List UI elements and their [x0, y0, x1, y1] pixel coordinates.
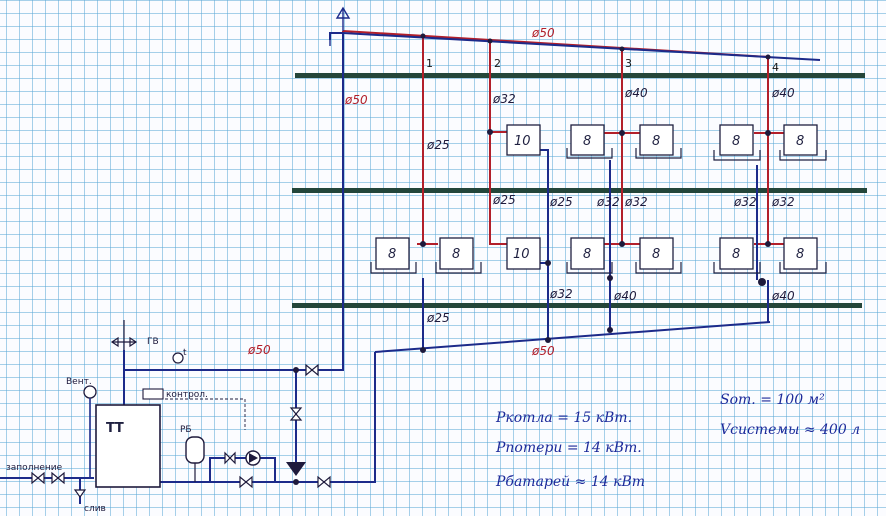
riser-numbers: 1 2 3 4 [426, 57, 779, 74]
check-valve-icon [286, 462, 306, 476]
radiator-upper-4: 8 [713, 124, 761, 161]
label-riser3-top: ø40 [624, 86, 648, 100]
riser-2-return [540, 149, 549, 340]
vent-gauge-icon [83, 385, 97, 399]
radiator-lower-3: 10 [506, 237, 541, 270]
radiator-lower-7: 8 [779, 237, 827, 274]
radiator-lower-4: 8 [566, 237, 613, 274]
radiator-upper-5: 8 [779, 124, 827, 161]
return-main [374, 321, 771, 353]
expansion-tank-label: РБ [180, 425, 192, 435]
floor-slabs [292, 73, 867, 308]
label-riser3-low: ø32 [624, 195, 648, 209]
label-return2: ø25 [549, 195, 573, 209]
riser-number-1: 1 [426, 57, 433, 70]
floor-slab-top [295, 73, 865, 78]
valve-fill-2 [51, 471, 65, 485]
param-system-volume: Vсистемы ≈ 400 л [720, 422, 860, 438]
valve-return-2 [317, 475, 331, 489]
riser-2-supply [489, 41, 507, 133]
drain-valve-icon [73, 489, 87, 499]
thermometer-label: t [183, 348, 187, 358]
label-return1-low: ø25 [426, 311, 450, 325]
air-vent-icon [329, 6, 351, 46]
label-return-mid: ø32 [549, 287, 573, 301]
radiator-lower-1: 8 [370, 237, 417, 274]
radiator-upper-1: 10 [506, 124, 541, 156]
riser-number-4: 4 [772, 61, 779, 74]
svg-text:8: 8 [732, 247, 740, 262]
riser-2-supply-lower [489, 132, 507, 245]
riser-number-2: 2 [494, 57, 501, 70]
param-radiator-power: Рбатарей ≈ 14 кВт [495, 474, 645, 490]
svg-text:8: 8 [452, 247, 460, 262]
pipe-labels: ø50 ø50 ø32 ø40 ø40 ø25 ø25 ø25 ø32 ø32 … [247, 26, 795, 358]
hot-water-valve-icon [110, 320, 138, 350]
label-supply-top: ø50 [531, 26, 555, 40]
drain-label: слив [84, 504, 106, 514]
label-riser4-low-right: ø32 [771, 195, 795, 209]
label-riser4-top: ø40 [771, 86, 795, 100]
valve-bypass [289, 407, 303, 421]
label-return4-low: ø40 [771, 289, 795, 303]
param-heated-area: Sот. = 100 м² [720, 392, 825, 408]
svg-text:8: 8 [388, 247, 396, 262]
label-return-main: ø50 [531, 344, 555, 358]
return-main-down [340, 352, 376, 483]
valve-icons [31, 363, 331, 489]
radiators-lower: 8 8 10 8 8 8 8 [370, 237, 827, 274]
top-return-line [342, 32, 821, 61]
main-supply-return-from-boiler [304, 32, 344, 371]
svg-text:8: 8 [796, 134, 804, 149]
pump-loop [209, 457, 276, 482]
radiator-lower-2: 8 [435, 237, 482, 274]
label-riser1-mid: ø25 [426, 138, 450, 152]
svg-text:8: 8 [732, 134, 740, 149]
vent-label: Вент. [66, 377, 92, 387]
label-riser4-low-left: ø32 [733, 195, 757, 209]
radiators-upper: 10 8 8 8 8 [506, 124, 827, 161]
boiler-room: ТТ Вент. контрол. ГВ t РБ [6, 320, 331, 514]
svg-text:8: 8 [583, 134, 591, 149]
expansion-tank [185, 436, 205, 464]
label-return3-low: ø40 [613, 289, 637, 303]
svg-text:8: 8 [796, 247, 804, 262]
hot-water-label: ГВ [147, 337, 159, 347]
fill-label: заполнение [6, 463, 63, 473]
junction-dots [293, 33, 771, 485]
floor-slab-middle [292, 188, 867, 193]
valve-pump [224, 451, 236, 465]
control-label: контрол. [166, 390, 208, 400]
svg-text:8: 8 [652, 134, 660, 149]
label-riser2-top: ø32 [492, 92, 516, 106]
boiler-label: ТТ [106, 421, 124, 436]
label-riser2-low: ø25 [492, 193, 516, 207]
radiator-upper-3: 8 [635, 124, 682, 159]
svg-text:8: 8 [652, 247, 660, 262]
label-boiler-supply: ø50 [247, 343, 271, 357]
param-heat-loss: Рпотери = 14 кВт. [495, 440, 642, 456]
valve-supply-main [305, 363, 319, 377]
svg-text:10: 10 [513, 247, 530, 262]
riser-number-3: 3 [625, 57, 632, 70]
floor-slab-bottom [292, 303, 862, 308]
label-return3a: ø32 [596, 195, 620, 209]
param-boiler-power: Ркотла = 15 кВт. [495, 410, 632, 426]
label-main-riser: ø50 [344, 93, 368, 107]
thermometer-icon [172, 352, 184, 364]
system-parameters: Ркотла = 15 кВт. Рпотери = 14 кВт. Рбата… [495, 392, 860, 490]
svg-text:10: 10 [514, 134, 531, 149]
radiator-upper-2: 8 [566, 124, 613, 159]
radiator-lower-6: 8 [713, 237, 761, 274]
boiler [95, 404, 161, 488]
radiator-lower-5: 8 [635, 237, 682, 274]
control-unit [142, 388, 164, 400]
svg-text:8: 8 [583, 247, 591, 262]
valve-return-1 [239, 475, 253, 489]
valve-fill-1 [31, 471, 45, 485]
